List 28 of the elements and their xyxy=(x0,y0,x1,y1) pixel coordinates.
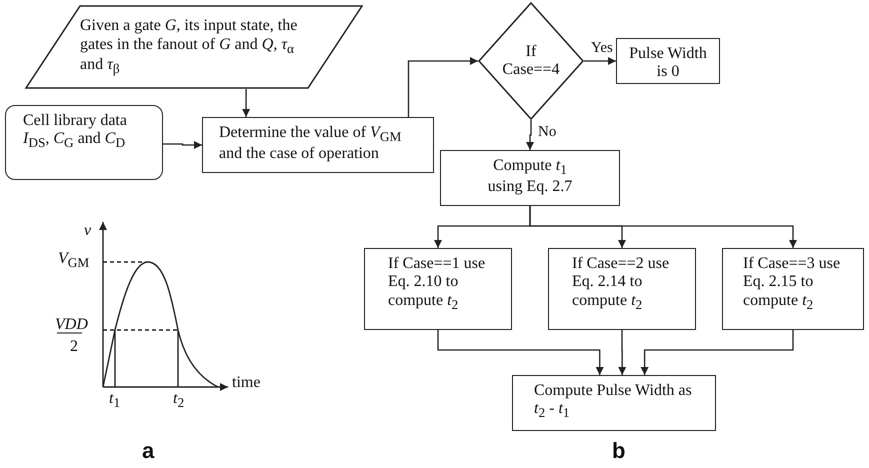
process-box: Compute Pulse Width as t$_{2}$ - t$_{1}$ xyxy=(512,375,716,431)
arrow xyxy=(242,89,250,117)
arrow xyxy=(618,330,626,375)
arrow xyxy=(526,120,534,150)
data-box: Cell library data I$_{DS}$, C$_{G}$ and C$_{D}$ xyxy=(5,105,163,180)
panel-label: b xyxy=(612,438,626,464)
panel-label: a xyxy=(142,438,154,464)
result-box: Pulse Width is 0 xyxy=(616,38,720,84)
axis-label: v xyxy=(84,222,92,240)
condition-text: If Case==4 xyxy=(501,42,561,80)
input-text: Given a gate G, its input state, the gates in the fanout of G and Q, τ$_{α}$ and τ$_{β}$ xyxy=(80,17,298,77)
axis-label: VDD xyxy=(55,316,88,334)
axis-label: time xyxy=(232,374,260,392)
axis-label: t$_{2}$ xyxy=(173,390,184,412)
arrow xyxy=(408,57,478,117)
arrow xyxy=(529,206,797,248)
arrow xyxy=(163,141,202,149)
arrow xyxy=(584,57,616,65)
process-box: Determine the value of V$_{GM}$ and the case of operation xyxy=(202,117,434,173)
axis-label: 2 xyxy=(70,338,78,356)
axis-label: V$_{GM}$ xyxy=(58,250,90,272)
axis-label: t$_{1}$ xyxy=(109,390,120,412)
process-box: If Case==3 use Eq. 2.15 to compute t$_{2}$ xyxy=(722,248,864,330)
process-box: Compute t$_{1}$ using Eq. 2.7 xyxy=(440,150,620,206)
process-box: If Case==2 use Eq. 2.14 to compute t$_{2}$ xyxy=(548,248,696,330)
arrow xyxy=(437,330,604,375)
process-box: If Case==1 use Eq. 2.10 to compute t$_{2}$ xyxy=(364,248,512,330)
arrow xyxy=(640,330,794,375)
